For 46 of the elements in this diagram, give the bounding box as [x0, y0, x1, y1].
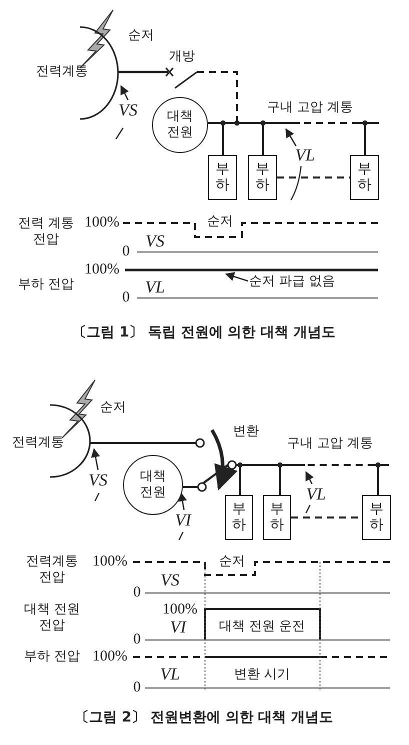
variable-label: VL: [306, 483, 326, 505]
power-source-circle: 대책 전원: [123, 455, 183, 515]
axis-value: 0: [122, 288, 130, 308]
figure-caption: 〔그림 2〕 전원변환에 의한 대책 개념도: [74, 709, 334, 727]
annotation-label: 개방: [169, 48, 195, 66]
annotation-label: 순저: [100, 400, 126, 416]
annotation-label: 전력계통: [36, 64, 88, 80]
annotation-label: 순저: [207, 214, 233, 230]
annotation-label: 대책 전원 운전: [218, 618, 306, 636]
variable-label: VS: [160, 569, 180, 591]
axis-value: 100%: [84, 260, 120, 280]
power-source-circle: 대책 전원: [152, 97, 208, 153]
load-box: 부하: [362, 495, 391, 540]
annotation-label: 순저 파급 없음: [248, 274, 336, 290]
annotation-label: 구내 고압 계통: [286, 436, 374, 452]
annotation-label: 전력계통: [12, 434, 64, 452]
axis-value: 100%: [92, 552, 128, 572]
connector-line: [277, 176, 350, 178]
axis-value: 100%: [92, 648, 128, 666]
axis-value: 0: [133, 584, 141, 602]
load-box: 부하: [208, 155, 237, 200]
axis-value: 0: [122, 242, 130, 262]
load-box: 부하: [263, 495, 291, 540]
figure-caption: 〔그림 1〕 독립 전원에 의한 대책 개념도: [72, 324, 336, 342]
axis-title: 전력 계통 전압: [16, 216, 76, 248]
axis-title: 부하 전압: [16, 276, 76, 294]
axis-title: 전력계통 전압: [25, 554, 79, 586]
annotation-label: 구내 고압 계통: [266, 100, 354, 116]
axis-value: 0: [133, 630, 141, 650]
variable-label: VS: [118, 99, 138, 121]
variable-label: VL: [295, 144, 315, 166]
variable-label: VL: [160, 663, 180, 685]
annotation-label: 순저: [219, 554, 245, 570]
annotation-label: 순저: [128, 28, 154, 44]
axis-value: 0: [133, 678, 141, 698]
load-box: 부하: [350, 155, 379, 200]
variable-label: VS: [88, 469, 108, 491]
variable-label: VL: [145, 276, 165, 298]
annotation-label: 변환: [233, 424, 259, 440]
axis-title: 대책 전원 전압: [22, 602, 82, 634]
load-box: 부하: [225, 495, 253, 540]
annotation-label: 부하 전압: [24, 648, 80, 666]
variable-label: VS: [146, 230, 164, 252]
annotation-label: 변환 시기: [234, 666, 290, 684]
load-box: 부하: [248, 155, 277, 200]
axis-value: 100%: [84, 214, 120, 232]
